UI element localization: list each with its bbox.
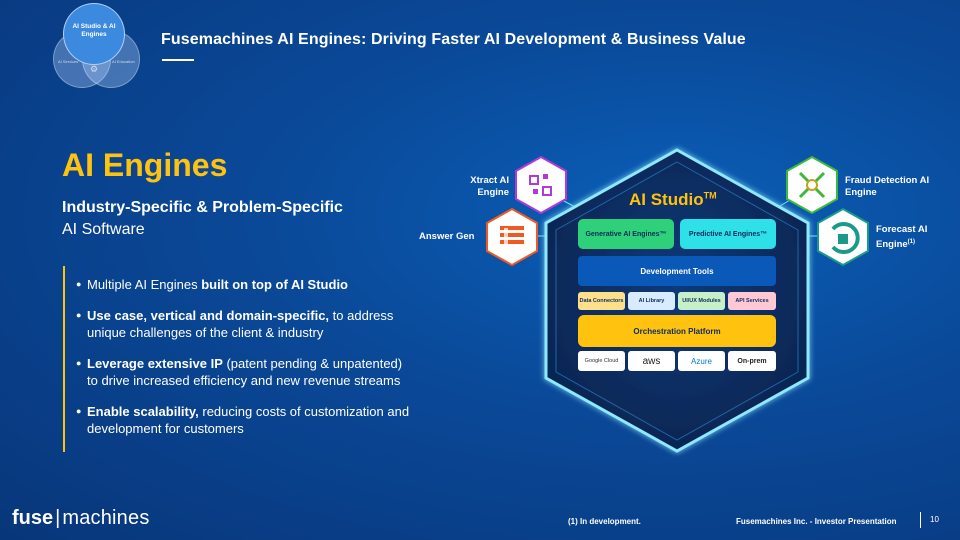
footer-divider — [920, 512, 921, 528]
generative-ai-engines-box: Generative AI Engines™ — [578, 219, 674, 249]
footnote-marker: (1) — [907, 239, 916, 245]
orchestration-platform-box: Orchestration Platform — [578, 315, 776, 347]
bullet-list: Multiple AI Engines built on top of AI S… — [76, 276, 416, 451]
xtract-engine-icon — [515, 155, 567, 215]
footnote: (1) In development. — [568, 517, 641, 526]
bullet-bold: Use case, vertical and domain-specific, — [87, 308, 330, 323]
chip-api-services: API Services — [728, 292, 776, 310]
forecast-label: Forecast AI Engine(1) — [876, 224, 946, 251]
venn-left-label: AI Services — [58, 59, 79, 64]
bullet-item: Use case, vertical and domain-specific, … — [76, 307, 416, 341]
bullet-item: Leverage extensive IP (patent pending & … — [76, 355, 416, 389]
logo-regular: machines — [62, 507, 150, 529]
ai-studio-title: AI StudioTM — [629, 190, 717, 210]
on-prem-logo: On-prem — [728, 351, 776, 371]
title-underline — [162, 59, 194, 61]
bullet-bold: Leverage extensive IP — [87, 356, 223, 371]
development-tools-box: Development Tools — [578, 256, 776, 286]
logo-separator: | — [55, 507, 61, 529]
bullet-item: Multiple AI Engines built on top of AI S… — [76, 276, 416, 293]
venn-center-label: AI Studio & AI Engines — [72, 23, 116, 38]
aws-logo: aws — [628, 351, 675, 371]
xtract-engine-label: Xtract AI Engine — [470, 175, 509, 198]
bullet-text: Multiple AI Engines — [87, 277, 202, 292]
google-cloud-logo: Google Cloud — [578, 351, 625, 371]
venn-logo: AI Studio & AI Engines AI Services AI Ed… — [50, 3, 140, 88]
logo-bold: fuse — [12, 507, 54, 529]
bullet-text: (patent pending & unpatented) to drive i… — [87, 356, 403, 388]
bullet-text: to address unique challenges of the clie… — [87, 308, 394, 340]
forecast-icon — [817, 207, 869, 267]
page-number: 10 — [930, 515, 939, 524]
ai-studio-hexagon-inner — [555, 161, 799, 441]
ai-studio-title-text: AI Studio — [629, 190, 704, 209]
page-title: Fusemachines AI Engines: Driving Faster … — [161, 31, 746, 48]
bullet-item: Enable scalability, reducing costs of cu… — [76, 403, 416, 437]
fraud-detection-icon — [786, 155, 838, 215]
bullet-bold: Enable scalability, — [87, 404, 199, 419]
subheading-regular: AI Software — [62, 221, 145, 238]
subheading-bold: Industry-Specific & Problem-Specific — [62, 199, 343, 216]
bullet-text: reducing costs of customization and deve… — [87, 404, 410, 436]
azure-logo: Azure — [678, 351, 725, 371]
chip-data-connectors: Data Connectors — [578, 292, 625, 310]
gear-icon: ⚙ — [90, 64, 99, 74]
forecast-label-text: Forecast AI Engine — [876, 224, 928, 251]
chip-ui-ux-modules: UI/UX Modules — [678, 292, 725, 310]
venn-right-label: AI Education — [112, 59, 135, 64]
fusemachines-logo: fuse|machines — [12, 507, 150, 530]
presentation-label: Fusemachines Inc. - Investor Presentatio… — [736, 517, 897, 526]
venn-circle-top — [63, 3, 125, 65]
bullet-accent-bar — [63, 266, 65, 452]
chip-ai-library: AI Library — [628, 292, 675, 310]
bullet-bold: built on top of AI Studio — [201, 277, 348, 292]
predictive-ai-engines-box: Predictive AI Engines™ — [680, 219, 776, 249]
trademark-sup: TM — [703, 190, 717, 201]
answer-gen-label: Answer Gen — [419, 231, 475, 242]
answer-gen-icon — [486, 207, 538, 267]
fraud-detection-label: Fraud Detection AI Engine — [845, 175, 930, 198]
section-heading: AI Engines — [62, 147, 228, 183]
